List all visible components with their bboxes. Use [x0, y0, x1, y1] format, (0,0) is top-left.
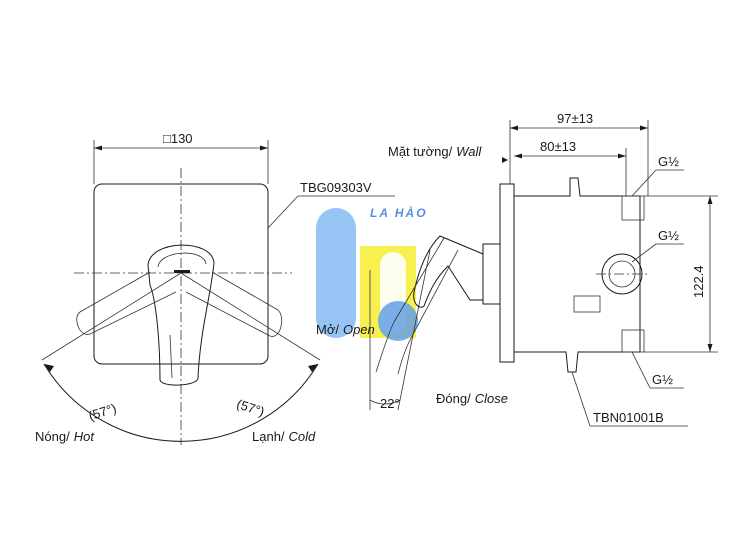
- close-label: Đóng/Close: [436, 391, 508, 406]
- port-mid-label: G½: [658, 228, 679, 243]
- depth-box-dim: 80±13: [540, 139, 576, 154]
- hot-label: Nóng/Hot: [35, 429, 95, 444]
- lever-hot-position: [76, 271, 177, 335]
- depth-total-dim: 97±13: [557, 111, 593, 126]
- lever-side: [413, 235, 484, 308]
- wall-label: Mặt tường/Wall: [388, 144, 482, 159]
- angle-cold: (57°): [235, 396, 267, 419]
- side-view: 22° Mở/Open Đóng/Close Mặt tường/Wall 97…: [316, 111, 718, 427]
- open-angle: 22°: [380, 396, 400, 411]
- rotation-arc: [43, 363, 319, 442]
- lever-handle: [147, 244, 215, 386]
- cold-label: Lạnh/Cold: [252, 429, 316, 444]
- body-model-label: TBN01001B: [593, 410, 664, 425]
- port-top-label: G½: [658, 154, 679, 169]
- plate-side: [499, 183, 515, 363]
- plate-size-dim: □130: [163, 131, 193, 146]
- cover-plate: [93, 183, 269, 365]
- watermark-logo: LA HÀO: [316, 205, 428, 341]
- plate-model-label: TBG09303V: [300, 180, 372, 195]
- open-label: Mở/Open: [316, 322, 375, 337]
- valve-body: [513, 177, 641, 373]
- watermark-text: LA HÀO: [370, 205, 428, 220]
- height-dim: 122.4: [691, 265, 706, 298]
- front-view: □130 (57°) (57°) Nóng/Hot Lạnh/Cold TBG0…: [35, 131, 395, 445]
- angle-hot: (57°): [87, 400, 119, 423]
- port-bottom-label: G½: [652, 372, 673, 387]
- lever-cold-position: [185, 271, 283, 337]
